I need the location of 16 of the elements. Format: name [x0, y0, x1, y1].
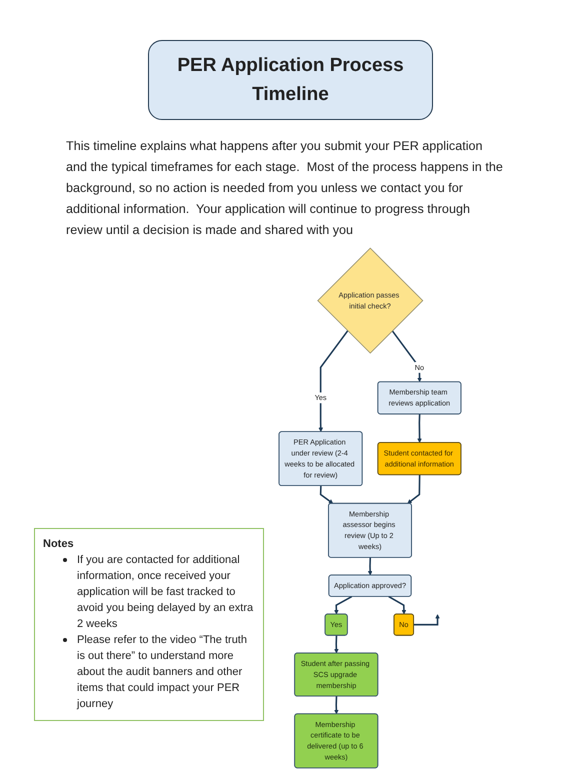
arrow	[368, 558, 372, 576]
arrow	[320, 486, 334, 504]
arrow	[407, 474, 420, 504]
arrow	[334, 696, 339, 714]
arrow	[417, 414, 422, 443]
arrow	[392, 330, 422, 382]
intro-paragraph: This timeline explains what happens after you submit your PER application and the typical timeframes for each stage. Most of the process happens in the background, so no action is needed from you unless we contact you for additional information. Your application will continue to progress through review until a decision is made and shared with you	[66, 138, 504, 239]
notes-heading: Notes	[43, 537, 74, 552]
title-banner: PER Application Process Timeline	[148, 40, 433, 120]
note-text: Please refer to the video “The truth is out there” to understand more about the audit banners and other items that could impact your PER journey	[77, 633, 248, 712]
arrow	[414, 614, 440, 626]
arrow	[334, 636, 339, 654]
note-text: If you are contacted for additional information, once received your application will be fast tracked to avoid you being delayed by an extra 2 weeks	[77, 553, 254, 632]
arrow	[334, 596, 352, 614]
arrow	[318, 330, 348, 432]
arrow	[388, 596, 406, 614]
